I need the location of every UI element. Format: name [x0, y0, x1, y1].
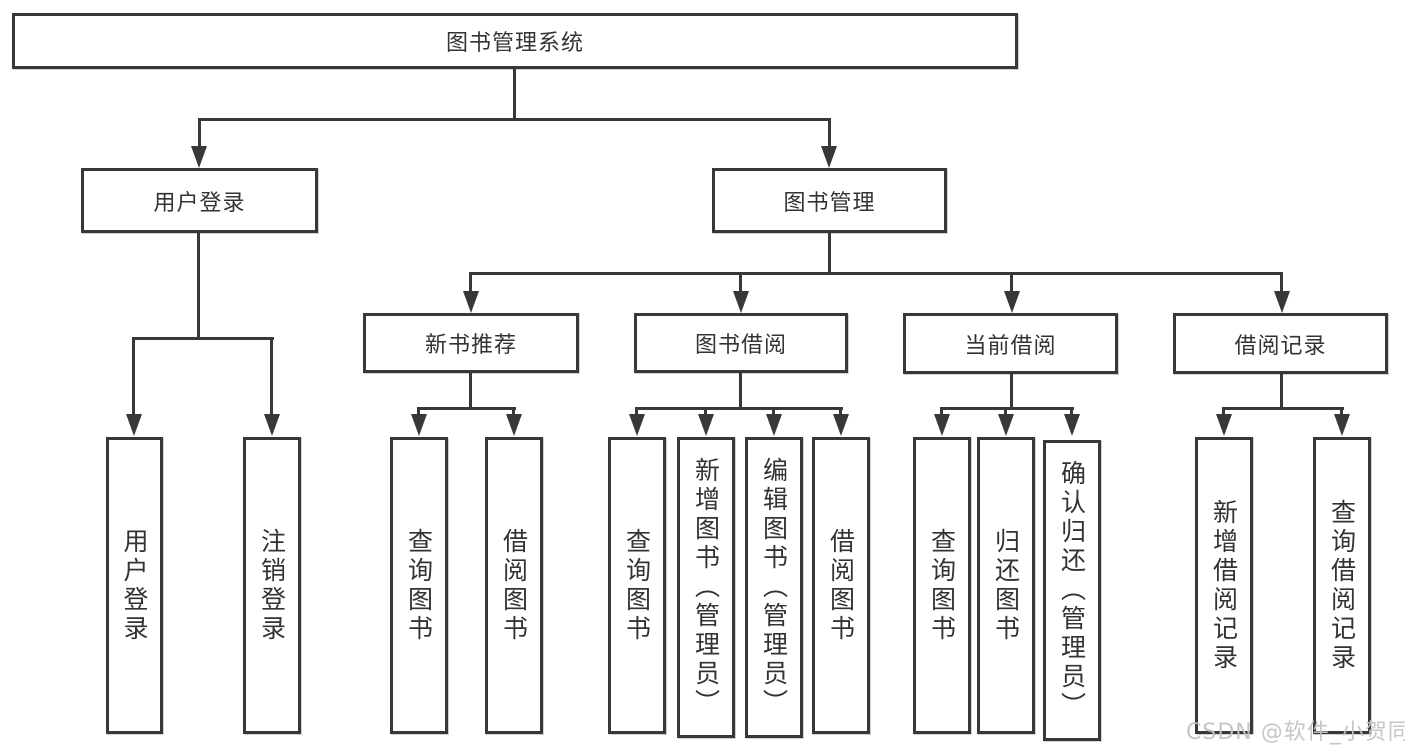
arrowhead-down-new-book-recommend: [463, 291, 479, 313]
connector-cb-trunk: [1010, 374, 1013, 410]
leaf-cb-return-books: 归还图书: [977, 437, 1035, 734]
leaf-logout: 注销登录: [243, 437, 301, 734]
arrowhead-down-logout: [264, 414, 280, 436]
connector-nb-trunk: [469, 373, 472, 410]
connector-stem-cb-confirm: [1070, 407, 1073, 416]
arrowhead-down-cb-return: [998, 414, 1014, 436]
node-label: 图书管理: [783, 190, 876, 216]
arrowhead-down-borrow-records: [1274, 291, 1290, 313]
node-label: 用户登录: [153, 190, 246, 216]
node-user-login: 用户登录: [81, 168, 318, 233]
node-label: 查询图书: [927, 527, 957, 644]
arrowhead-down-br-query: [1334, 414, 1350, 436]
arrowhead-down-user-login: [191, 146, 207, 168]
leaf-bb-borrow-books: 借阅图书: [812, 437, 870, 734]
node-label: 查询图书: [622, 527, 652, 644]
arrowhead-down-cb-confirm: [1064, 414, 1080, 436]
connector-stem-bb-edit: [772, 407, 775, 416]
node-label: 用户登录: [120, 527, 149, 644]
arrowhead-down-bb-edit: [766, 414, 782, 436]
connector-stem-login: [132, 337, 135, 416]
arrowhead-down-nb-borrow: [506, 414, 522, 436]
connector-stem-cb-return: [1004, 407, 1007, 416]
node-label: 借阅记录: [1234, 333, 1327, 359]
connector-stem-bb-query: [635, 407, 638, 416]
leaf-bb-add-books-admin: 新增图书（管理员）: [677, 437, 735, 738]
node-label: 编辑图书（管理员）: [759, 457, 789, 718]
leaf-cb-query-books: 查询图书: [913, 437, 971, 734]
connector-br-trunk: [1280, 374, 1283, 410]
node-label: 图书借阅: [694, 333, 787, 358]
node-book-borrow: 图书借阅: [634, 313, 848, 373]
connector-stem-bb-borrow: [839, 407, 842, 416]
node-label: 新书推荐: [424, 333, 517, 358]
arrowhead-down-book-borrow: [733, 291, 749, 313]
arrowhead-down-br-add: [1216, 414, 1232, 436]
leaf-nb-query-books: 查询图书: [390, 437, 448, 734]
leaf-br-add-record: 新增借阅记录: [1195, 437, 1253, 734]
arrowhead-down-bb-borrow: [833, 414, 849, 436]
arrowhead-down-cb-query: [934, 414, 950, 436]
arrowhead-down-login: [126, 414, 142, 436]
leaf-br-query-record: 查询借阅记录: [1313, 437, 1371, 734]
connector-stem-current-borrow: [1010, 272, 1013, 294]
connector-bb-rail: [636, 407, 843, 410]
csdn-watermark: CSDN @软件_小贺同学: [1186, 720, 1405, 745]
node-root-library-system: 图书管理系统: [12, 13, 1018, 69]
node-book-management: 图书管理: [712, 168, 947, 233]
connector-user-login-trunk: [197, 233, 200, 340]
connector-stem-book-management: [828, 118, 831, 150]
node-label: 注销登录: [257, 527, 287, 644]
connector-stem-br-query: [1340, 407, 1343, 416]
connector-stem-nb-query: [417, 407, 420, 416]
node-current-borrow: 当前借阅: [903, 313, 1118, 374]
leaf-bb-query-books: 查询图书: [608, 437, 666, 734]
connector-nb-rail: [418, 407, 516, 410]
leaf-user-login: 用户登录: [106, 437, 163, 734]
node-label: 新增图书（管理员）: [691, 457, 721, 718]
connector-stem-bb-add: [704, 407, 707, 416]
node-label: 图书管理系统: [445, 31, 584, 56]
node-label: 查询图书: [404, 527, 434, 644]
arrowhead-down-book-management: [821, 146, 837, 168]
arrowhead-down-bb-add: [698, 414, 714, 436]
connector-book-management-trunk: [828, 233, 831, 275]
connector-stem-book-borrow: [739, 272, 742, 294]
leaf-cb-confirm-return-admin: 确认归还（管理员）: [1043, 440, 1101, 741]
node-borrow-records: 借阅记录: [1173, 313, 1388, 374]
node-label: 查询借阅记录: [1327, 498, 1357, 673]
node-label: 归还图书: [991, 527, 1021, 644]
node-label: 借阅图书: [826, 527, 856, 644]
node-label: 新增借阅记录: [1209, 498, 1239, 673]
connector-stem-borrow-records: [1280, 272, 1283, 294]
connector-level3-rail: [469, 272, 1283, 275]
connector-stem-cb-query: [940, 407, 943, 416]
connector-br-rail: [1223, 407, 1344, 410]
connector-user-login-rail: [133, 337, 274, 340]
leaf-bb-edit-books-admin: 编辑图书（管理员）: [745, 437, 803, 738]
connector-stem-new-book-recommend: [469, 272, 472, 294]
arrowhead-down-current-borrow: [1004, 291, 1020, 313]
connector-bb-trunk: [739, 373, 742, 410]
node-label: 确认归还（管理员）: [1057, 460, 1087, 721]
connector-stem-br-add: [1222, 407, 1225, 416]
connector-root-trunk: [513, 69, 516, 120]
connector-cb-rail: [941, 407, 1074, 410]
node-label: 借阅图书: [499, 527, 529, 644]
connector-stem-nb-borrow: [512, 407, 515, 416]
leaf-nb-borrow-books: 借阅图书: [485, 437, 543, 734]
arrowhead-down-nb-query: [411, 414, 427, 436]
node-new-book-recommend: 新书推荐: [363, 313, 579, 373]
connector-level2-rail: [198, 118, 831, 121]
connector-stem-logout: [270, 337, 273, 416]
node-label: 当前借阅: [964, 333, 1057, 359]
arrowhead-down-bb-query: [629, 414, 645, 436]
connector-stem-user-login: [198, 118, 201, 150]
